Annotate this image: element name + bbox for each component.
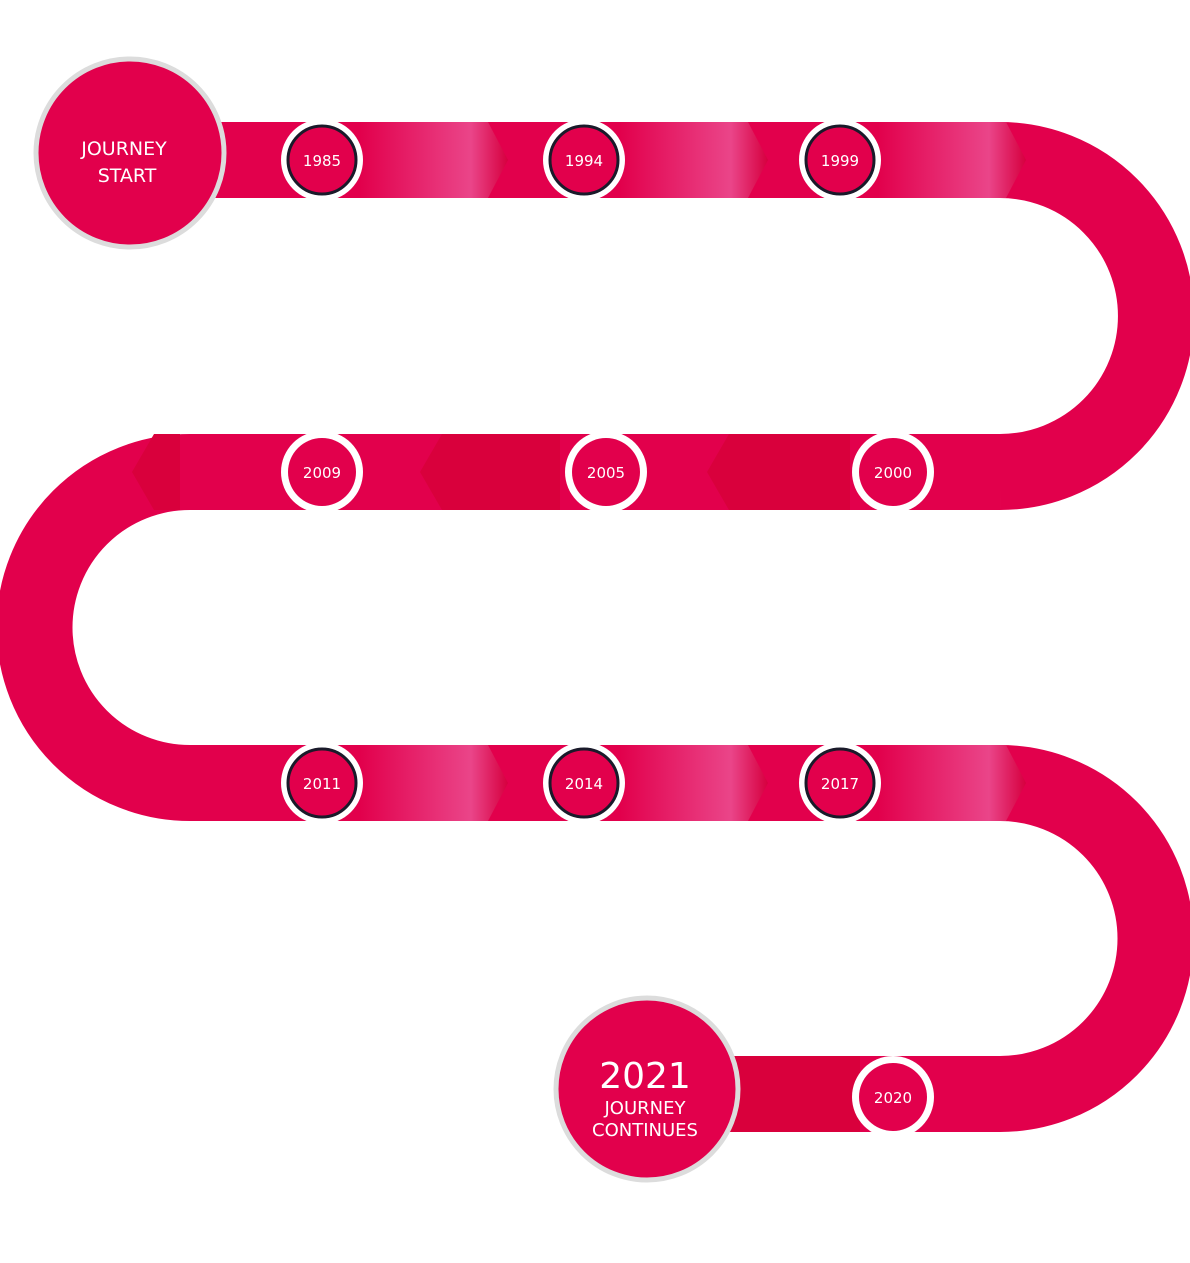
milestone-1985: 1985	[281, 119, 363, 201]
milestone-2020: 2020	[852, 1056, 934, 1138]
start-line-1: JOURNEY	[80, 138, 167, 160]
chevron-right	[620, 122, 768, 198]
track-curve-right-2	[999, 745, 1190, 1132]
milestone-year: 2014	[565, 775, 603, 793]
milestone-2011: 2011	[281, 742, 363, 824]
milestone-year: 2009	[303, 464, 341, 482]
chevron-right	[360, 122, 508, 198]
milestone-1999: 1999	[799, 119, 881, 201]
chevron-left	[707, 434, 850, 510]
milestone-year: 2020	[874, 1089, 912, 1107]
journey-start-node: JOURNEY START	[33, 56, 227, 250]
milestone-2005: 2005	[565, 431, 647, 513]
chevron-right	[878, 745, 1026, 821]
milestone-year: 2005	[587, 464, 625, 482]
milestone-year: 2000	[874, 464, 912, 482]
track-curve-left	[0, 434, 191, 821]
start-line-2: START	[98, 165, 157, 187]
end-line-2: CONTINUES	[592, 1120, 698, 1141]
milestone-year: 1999	[821, 152, 859, 170]
milestone-year: 1985	[303, 152, 341, 170]
milestone-year: 2017	[821, 775, 859, 793]
track-shade	[712, 1056, 860, 1132]
milestone-2009: 2009	[281, 431, 363, 513]
end-line-1: JOURNEY	[604, 1098, 687, 1119]
chevron-right	[620, 745, 768, 821]
track-curve-right-1	[999, 122, 1190, 510]
end-year: 2021	[599, 1056, 691, 1097]
milestone-1994: 1994	[543, 119, 625, 201]
milestone-year: 1994	[565, 152, 603, 170]
chevron-left	[132, 434, 180, 510]
milestone-year: 2011	[303, 775, 341, 793]
milestone-2014: 2014	[543, 742, 625, 824]
milestone-2000: 2000	[852, 431, 934, 513]
milestone-2017: 2017	[799, 742, 881, 824]
chevron-right	[360, 745, 508, 821]
chevron-left	[420, 434, 560, 510]
chevron-right	[878, 122, 1026, 198]
track	[0, 122, 1190, 1132]
journey-continues-node: 2021 JOURNEY CONTINUES	[553, 995, 741, 1183]
